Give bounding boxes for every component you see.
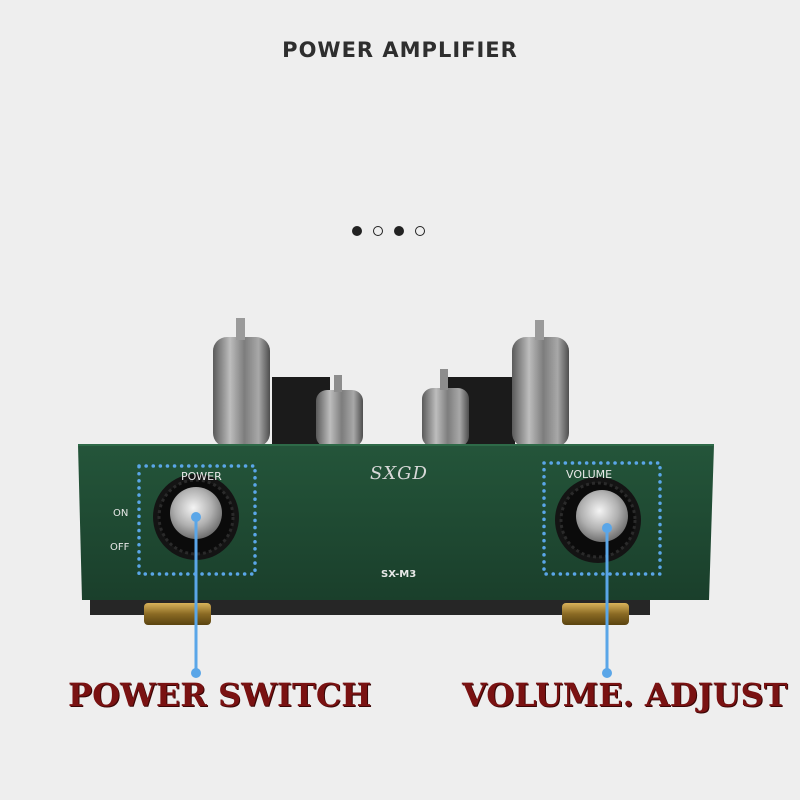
- carousel-dot-3[interactable]: [394, 226, 404, 236]
- volume-label: VOLUME: [566, 468, 613, 481]
- model-label: SX-M3: [381, 569, 417, 580]
- chassis-underside: [90, 597, 650, 615]
- volume-knob: [555, 477, 641, 563]
- foot-left: [144, 603, 211, 625]
- power-switch-callout: POWER SWITCH: [68, 676, 372, 714]
- page-title: POWER AMPLIFIER: [282, 38, 518, 62]
- tube-left: [213, 318, 270, 447]
- tube-small-left: [316, 375, 363, 447]
- foot-right: [562, 603, 629, 625]
- carousel-dot-1[interactable]: [352, 226, 362, 236]
- carousel-dot-4[interactable]: [415, 226, 425, 236]
- power-callout-pointer: [191, 512, 201, 678]
- tube-small-right: [422, 369, 469, 447]
- volume-callout-pointer: [602, 523, 612, 678]
- carousel-dot-2[interactable]: [373, 226, 383, 236]
- power-label: POWER: [181, 470, 222, 483]
- tube-right: [512, 320, 569, 447]
- power-highlight-box: [137, 464, 257, 576]
- off-label: OFF: [110, 542, 130, 553]
- chassis-front: [78, 445, 714, 600]
- brand-logo: SXGD: [370, 463, 428, 484]
- on-label: ON: [113, 508, 129, 519]
- volume-highlight-box: [542, 461, 662, 576]
- carousel-indicator: [352, 226, 425, 236]
- volume-adjust-callout: VOLUME. ADJUST: [462, 676, 788, 714]
